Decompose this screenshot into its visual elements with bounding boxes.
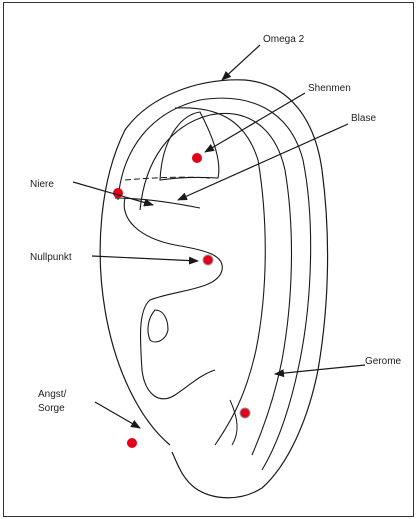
label-gerome: Gerome — [365, 356, 402, 367]
label-niere: Niere — [30, 179, 54, 190]
label-angst-line2: Sorge — [38, 403, 65, 414]
helix-second-line — [140, 113, 291, 455]
point-angst — [127, 438, 137, 448]
tragus — [148, 310, 168, 342]
arrow-gerome — [275, 365, 365, 374]
arrow-niere — [73, 182, 153, 205]
arrow-omega2 — [222, 45, 260, 80]
antihelix-line — [175, 108, 265, 445]
arrow-angst — [95, 402, 140, 428]
point-gerome — [240, 408, 250, 418]
point-nullpunkt — [203, 255, 213, 265]
label-angst-line1: Angst/ — [38, 389, 67, 400]
concha-curve — [115, 198, 222, 399]
arrow-blase — [178, 124, 348, 200]
antitragus-line — [230, 400, 237, 445]
arrow-shenmen — [205, 93, 305, 152]
triangular-fossa — [160, 112, 219, 180]
label-omega2: Omega 2 — [263, 34, 305, 45]
arrow-nullpunkt — [92, 256, 198, 261]
label-nullpunkt: Nullpunkt — [30, 252, 72, 263]
point-shenmen — [192, 153, 202, 163]
label-shenmen: Shenmen — [308, 83, 351, 94]
label-blase: Blase — [351, 113, 376, 124]
